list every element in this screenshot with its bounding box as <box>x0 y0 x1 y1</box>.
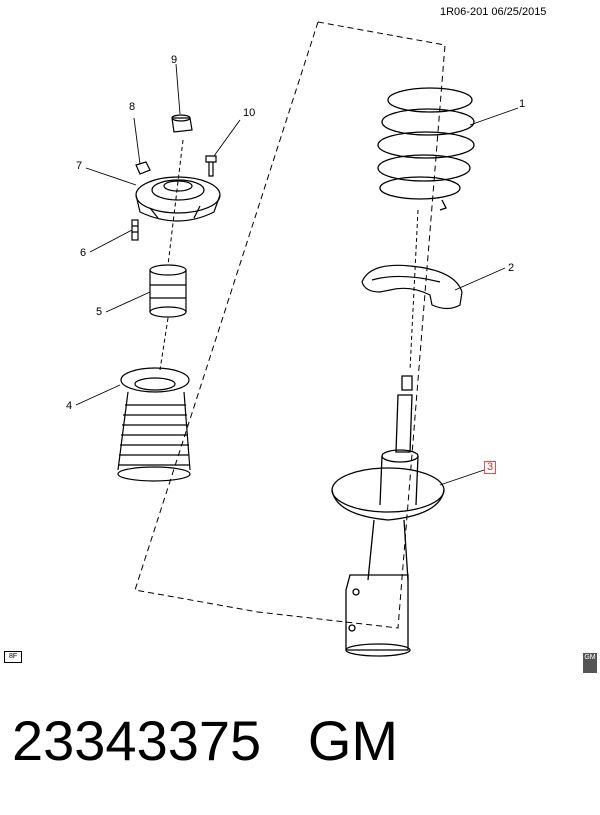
upper-nut <box>171 114 193 133</box>
callout-2: 2 <box>508 262 515 274</box>
corner-tag: 8F <box>4 651 23 663</box>
mount-bolt <box>205 155 217 177</box>
callout-1: 1 <box>519 98 526 110</box>
callout-5: 5 <box>96 306 103 318</box>
callout-7: 7 <box>76 160 83 172</box>
callout-4: 4 <box>66 400 73 412</box>
callout-3: 3 <box>484 461 497 474</box>
strut-mount <box>135 176 221 222</box>
jounce-bumper <box>149 264 187 318</box>
reference-code: 1R06-201 06/25/2015 <box>440 6 547 18</box>
callout-10: 10 <box>243 107 256 119</box>
callout-9: 9 <box>171 54 178 66</box>
coil-spring <box>377 87 475 211</box>
callout-8: 8 <box>129 101 136 113</box>
mount-nut <box>135 161 151 175</box>
assembly-outline <box>257 21 446 629</box>
brand-name: GM <box>307 709 399 772</box>
callout-6: 6 <box>80 247 87 259</box>
part-number-caption: 23343375 GM <box>12 708 398 773</box>
mount-stud <box>131 219 139 241</box>
dust-boot <box>117 367 191 482</box>
assembly-outline-left <box>134 21 319 613</box>
part-number: 23343375 <box>12 709 262 772</box>
leader-lines <box>75 63 519 486</box>
strut-body <box>331 375 445 657</box>
gm-logo-icon: GM <box>583 653 597 673</box>
spring-insulator <box>361 264 463 310</box>
center-axis-left <box>159 139 184 371</box>
